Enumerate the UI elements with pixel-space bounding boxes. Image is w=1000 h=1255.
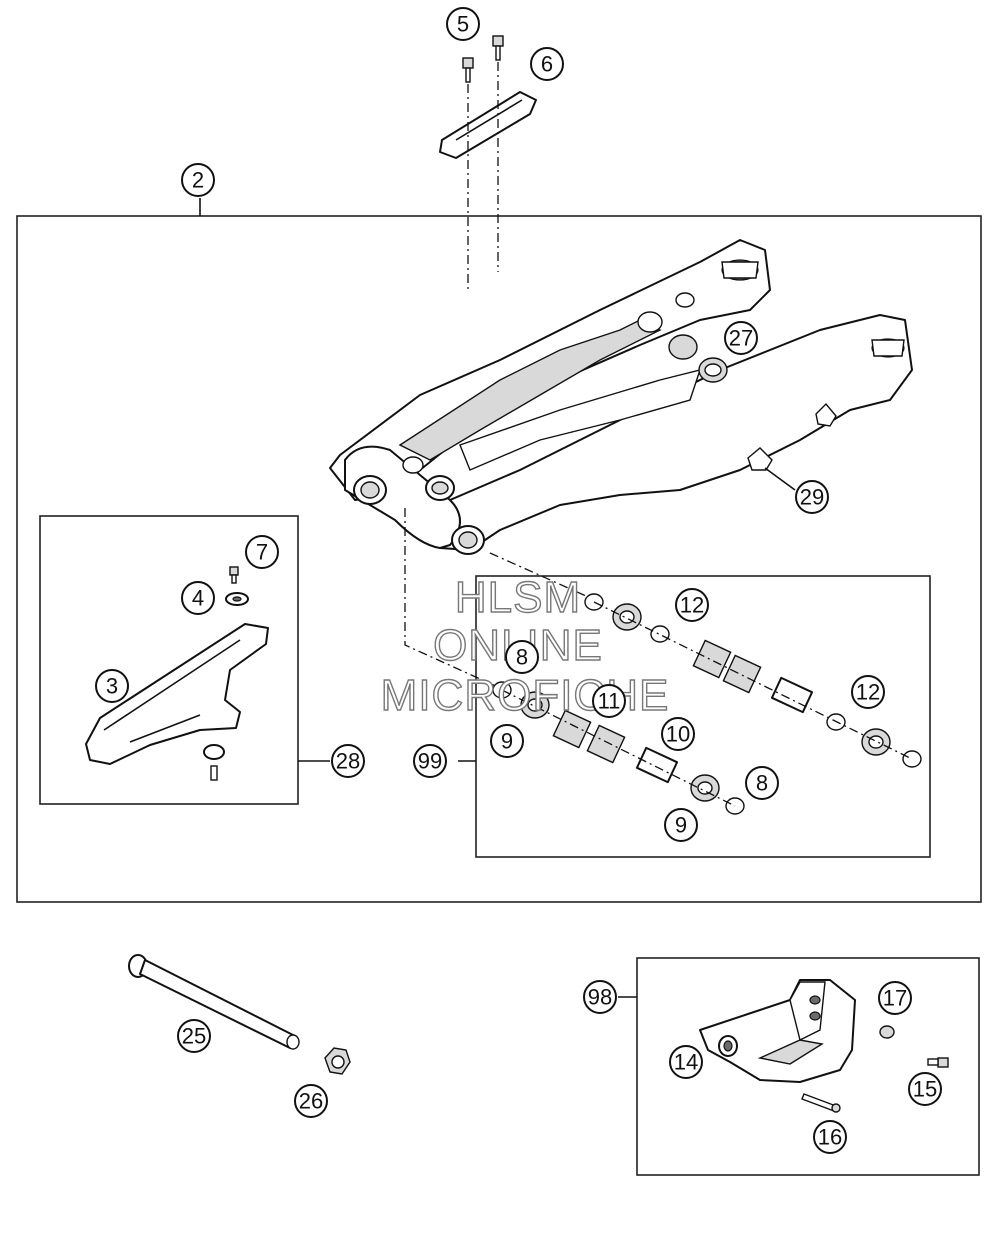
nut-26 (324, 1047, 351, 1075)
pin-16 (801, 1093, 841, 1113)
callout-15: 15 (908, 1072, 942, 1106)
svg-text:5: 5 (457, 12, 469, 37)
slider-screw (210, 765, 218, 781)
svg-text:8: 8 (756, 771, 768, 796)
swingarm-2 (329, 239, 913, 555)
callout-10: 10 (661, 717, 695, 751)
upper-chain-slider-6 (439, 91, 537, 159)
chain-slider-groove (103, 639, 241, 731)
chain-slider-3 (85, 623, 269, 765)
svg-text:4: 4 (192, 586, 204, 611)
callout-5: 5 (446, 7, 480, 41)
callout-17: 17 (878, 981, 912, 1015)
chain-guide-kit-frame (636, 957, 980, 1176)
bushing-27 (668, 334, 728, 383)
svg-text:27: 27 (729, 326, 753, 351)
upper-slider-detail (455, 99, 523, 141)
svg-text:7: 7 (256, 540, 268, 565)
svg-text:29: 29 (800, 485, 824, 510)
callout-8-lower: 8 (745, 766, 779, 800)
svg-text:99: 99 (418, 749, 442, 774)
assembly-line-pivot-right (489, 552, 596, 601)
watermark-line-1: HLSM (455, 573, 581, 622)
svg-text:9: 9 (675, 813, 687, 838)
svg-text:98: 98 (588, 985, 612, 1010)
leader-29 (764, 467, 796, 491)
nut-17 (879, 1025, 895, 1039)
callout-14: 14 (669, 1045, 703, 1079)
svg-text:6: 6 (541, 52, 553, 77)
callout-9-lower: 9 (664, 808, 698, 842)
svg-text:8: 8 (516, 645, 528, 670)
bolt-15 (927, 1057, 949, 1068)
svg-text:17: 17 (883, 986, 907, 1011)
callout-2: 2 (181, 163, 215, 197)
chain-guide-14 (699, 979, 856, 1083)
svg-text:12: 12 (680, 593, 704, 618)
pivot-axle-25 (128, 954, 300, 1050)
svg-text:3: 3 (106, 674, 118, 699)
bolt-7 (229, 566, 239, 584)
svg-text:2: 2 (192, 168, 204, 193)
svg-text:10: 10 (666, 722, 690, 747)
assembly-line-pivot-left (404, 508, 501, 689)
callout-25: 25 (177, 1019, 211, 1053)
svg-text:12: 12 (856, 680, 880, 705)
callout-26: 26 (294, 1084, 328, 1118)
callout-3: 3 (95, 669, 129, 703)
bearing-row-lower (492, 681, 745, 815)
svg-text:28: 28 (336, 749, 360, 774)
callout-9-upper: 9 (490, 724, 524, 758)
bolt-5 (462, 57, 474, 83)
callout-28: 28 (331, 744, 365, 778)
chain-slider-kit-frame (39, 515, 299, 805)
swingarm-group-frame (16, 215, 982, 903)
callout-7: 7 (245, 535, 279, 569)
svg-text:15: 15 (913, 1077, 937, 1102)
chain-slider-rib (129, 714, 201, 743)
svg-text:16: 16 (818, 1125, 842, 1150)
callout-98: 98 (583, 980, 617, 1014)
svg-text:11: 11 (598, 689, 621, 714)
callout-8-upper: 8 (505, 640, 539, 674)
callout-12-lower: 12 (851, 675, 885, 709)
callout-16: 16 (813, 1120, 847, 1154)
bearing-kit-frame (475, 575, 931, 858)
callout-6: 6 (530, 47, 564, 81)
bearing-row-upper (584, 593, 922, 768)
callout-29: 29 (795, 480, 829, 514)
svg-text:14: 14 (674, 1050, 698, 1075)
callout-99: 99 (413, 744, 447, 778)
svg-text:25: 25 (182, 1024, 206, 1049)
callout-4: 4 (181, 581, 215, 615)
svg-text:9: 9 (501, 729, 513, 754)
callout-27: 27 (724, 321, 758, 355)
watermark-line-3: MICROFICHE (381, 671, 670, 720)
bolt-5b (492, 35, 504, 61)
svg-text:26: 26 (299, 1089, 323, 1114)
callout-12-upper: 12 (675, 588, 709, 622)
washer-4-hole (232, 596, 242, 602)
slider-washer (203, 744, 225, 760)
callout-11: 11 (592, 684, 626, 718)
